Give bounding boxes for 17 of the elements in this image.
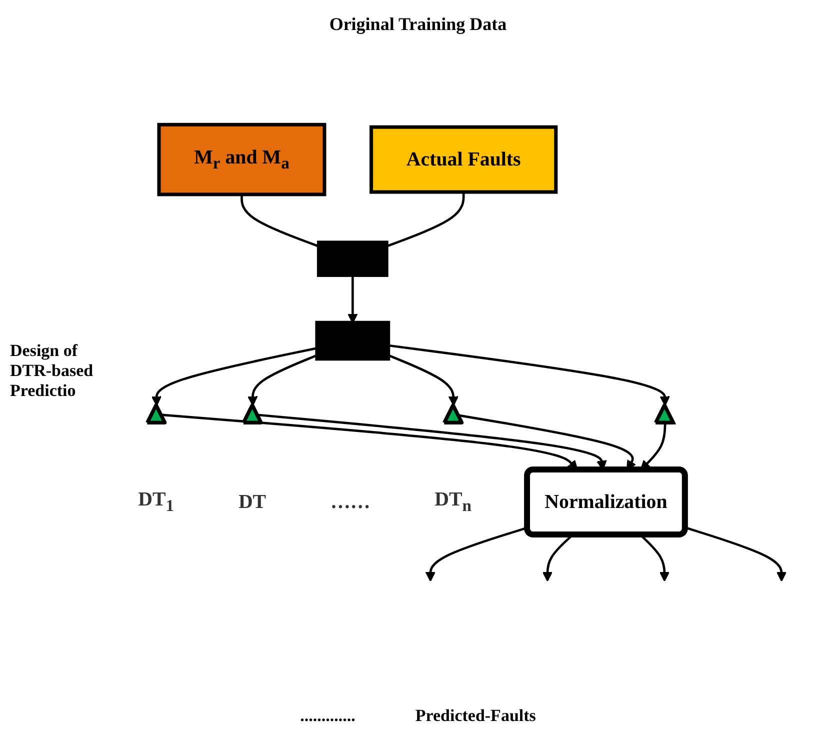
- arrow: [388, 344, 670, 406]
- node-label: DT$_{n}$: [434, 488, 472, 516]
- diagram-title: Original Training Data: [329, 14, 507, 35]
- node-label: DT: [238, 490, 266, 513]
- side-label: Design of DTR-based Predictio: [10, 340, 94, 400]
- arrow: [685, 526, 787, 582]
- node-box: [370, 125, 558, 194]
- node-label: DT$_{1}$: [138, 488, 174, 516]
- node-box: [157, 122, 326, 196]
- node-bar: [316, 240, 388, 277]
- node-label: ……: [330, 490, 370, 513]
- note-text: Predicted-Faults: [415, 706, 536, 726]
- node-bar: [315, 320, 390, 361]
- connector: [387, 192, 465, 247]
- note-text: .............: [300, 706, 356, 726]
- flowchart: M$_{r}$ and M$_{a}$ Actual Faults DT$_{1}$ DT …… DT$_{n}$ Normalization: [120, 39, 826, 702]
- connector: [240, 194, 318, 247]
